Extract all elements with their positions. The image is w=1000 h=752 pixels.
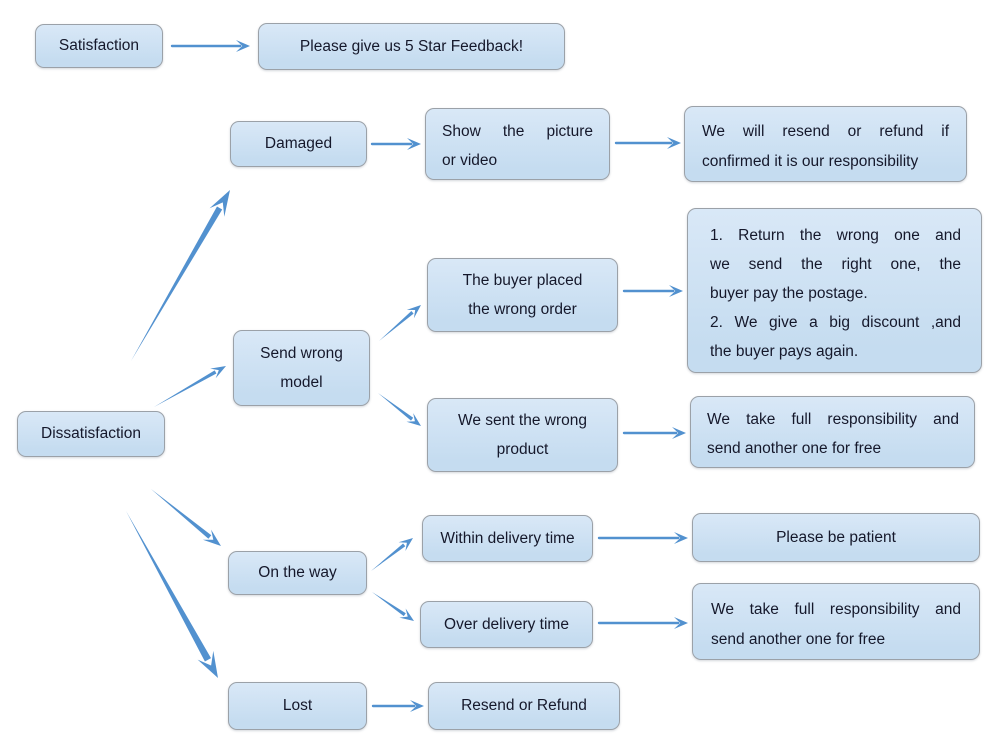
arrow-send-wrong-model-to-buyer-wrong-order [379,305,421,341]
node-return-options: 1. Return the wrong one and we send the … [687,208,982,373]
node-full-responsibility-top: We take full responsibility and send ano… [690,396,975,468]
node-damaged: Damaged [230,121,367,167]
node-line: or video [442,152,498,169]
node-show-picture: Show the picture or video [425,108,610,180]
node-line: 2. We give a big discount ,and [710,314,961,331]
node-buyer-wrong-order: The buyer placed the wrong order [427,258,618,332]
arrow-over-delivery-to-full-responsibility-bottom [597,617,688,629]
node-within-delivery: Within delivery time [422,515,593,562]
node-line: the buyer pays again. [710,343,859,360]
node-over-delivery: Over delivery time [420,601,593,648]
arrow-send-wrong-model-to-we-sent-wrong [378,393,421,426]
node-line: buyer pay the postage. [710,285,868,302]
node-be-patient: Please be patient [692,513,980,562]
node-lost: Lost [228,682,367,730]
node-resend-confirmed: We will resend or refund if confirmed it… [684,106,967,182]
node-resend-refund: Resend or Refund [428,682,620,730]
node-line: We take full responsibility and [707,411,959,428]
arrow-satisfaction-to-feedback [170,40,250,52]
node-line: the wrong order [468,301,577,318]
arrow-show-picture-to-resend-confirmed [614,137,681,149]
node-we-sent-wrong: We sent the wrong product [427,398,618,472]
node-line: We take full responsibility and [711,601,961,618]
node-line: confirmed it is our responsibility [702,153,919,170]
arrow-lost-to-resend-refund [371,700,424,712]
node-line: model [280,374,323,391]
node-satisfaction: Satisfaction [35,24,163,68]
arrow-we-sent-wrong-to-full-responsibility-top [622,427,686,439]
arrow-dissatisfaction-to-send-wrong-model [154,366,226,407]
node-full-responsibility-bottom: We take full responsibility and send ano… [692,583,980,660]
arrow-within-delivery-to-be-patient [597,532,688,544]
node-on-the-way: On the way [228,551,367,595]
node-line: Send wrong [260,345,343,362]
node-line: we send the right one, the [710,256,961,273]
arrow-on-the-way-to-within-delivery [371,538,413,571]
node-dissatisfaction: Dissatisfaction [17,411,165,457]
node-line: Show the picture [442,123,593,140]
arrow-on-the-way-to-over-delivery [372,592,414,621]
node-line: We sent the wrong [458,412,587,429]
arrow-dissatisfaction-to-on-the-way [151,489,221,546]
node-line: send another one for free [707,440,882,457]
node-line: The buyer placed [462,272,583,289]
node-line: product [496,441,549,458]
node-send-wrong-model: Send wrong model [233,330,370,406]
arrow-damaged-to-show-picture [370,138,421,150]
node-line: 1. Return the wrong one and [710,227,961,244]
node-line: send another one for free [711,631,886,648]
node-line: We will resend or refund if [702,123,949,140]
arrow-dissatisfaction-to-lost [126,511,218,678]
arrow-dissatisfaction-to-damaged [131,190,230,361]
arrow-buyer-wrong-order-to-return-options [622,285,683,297]
node-feedback: Please give us 5 Star Feedback! [258,23,565,70]
